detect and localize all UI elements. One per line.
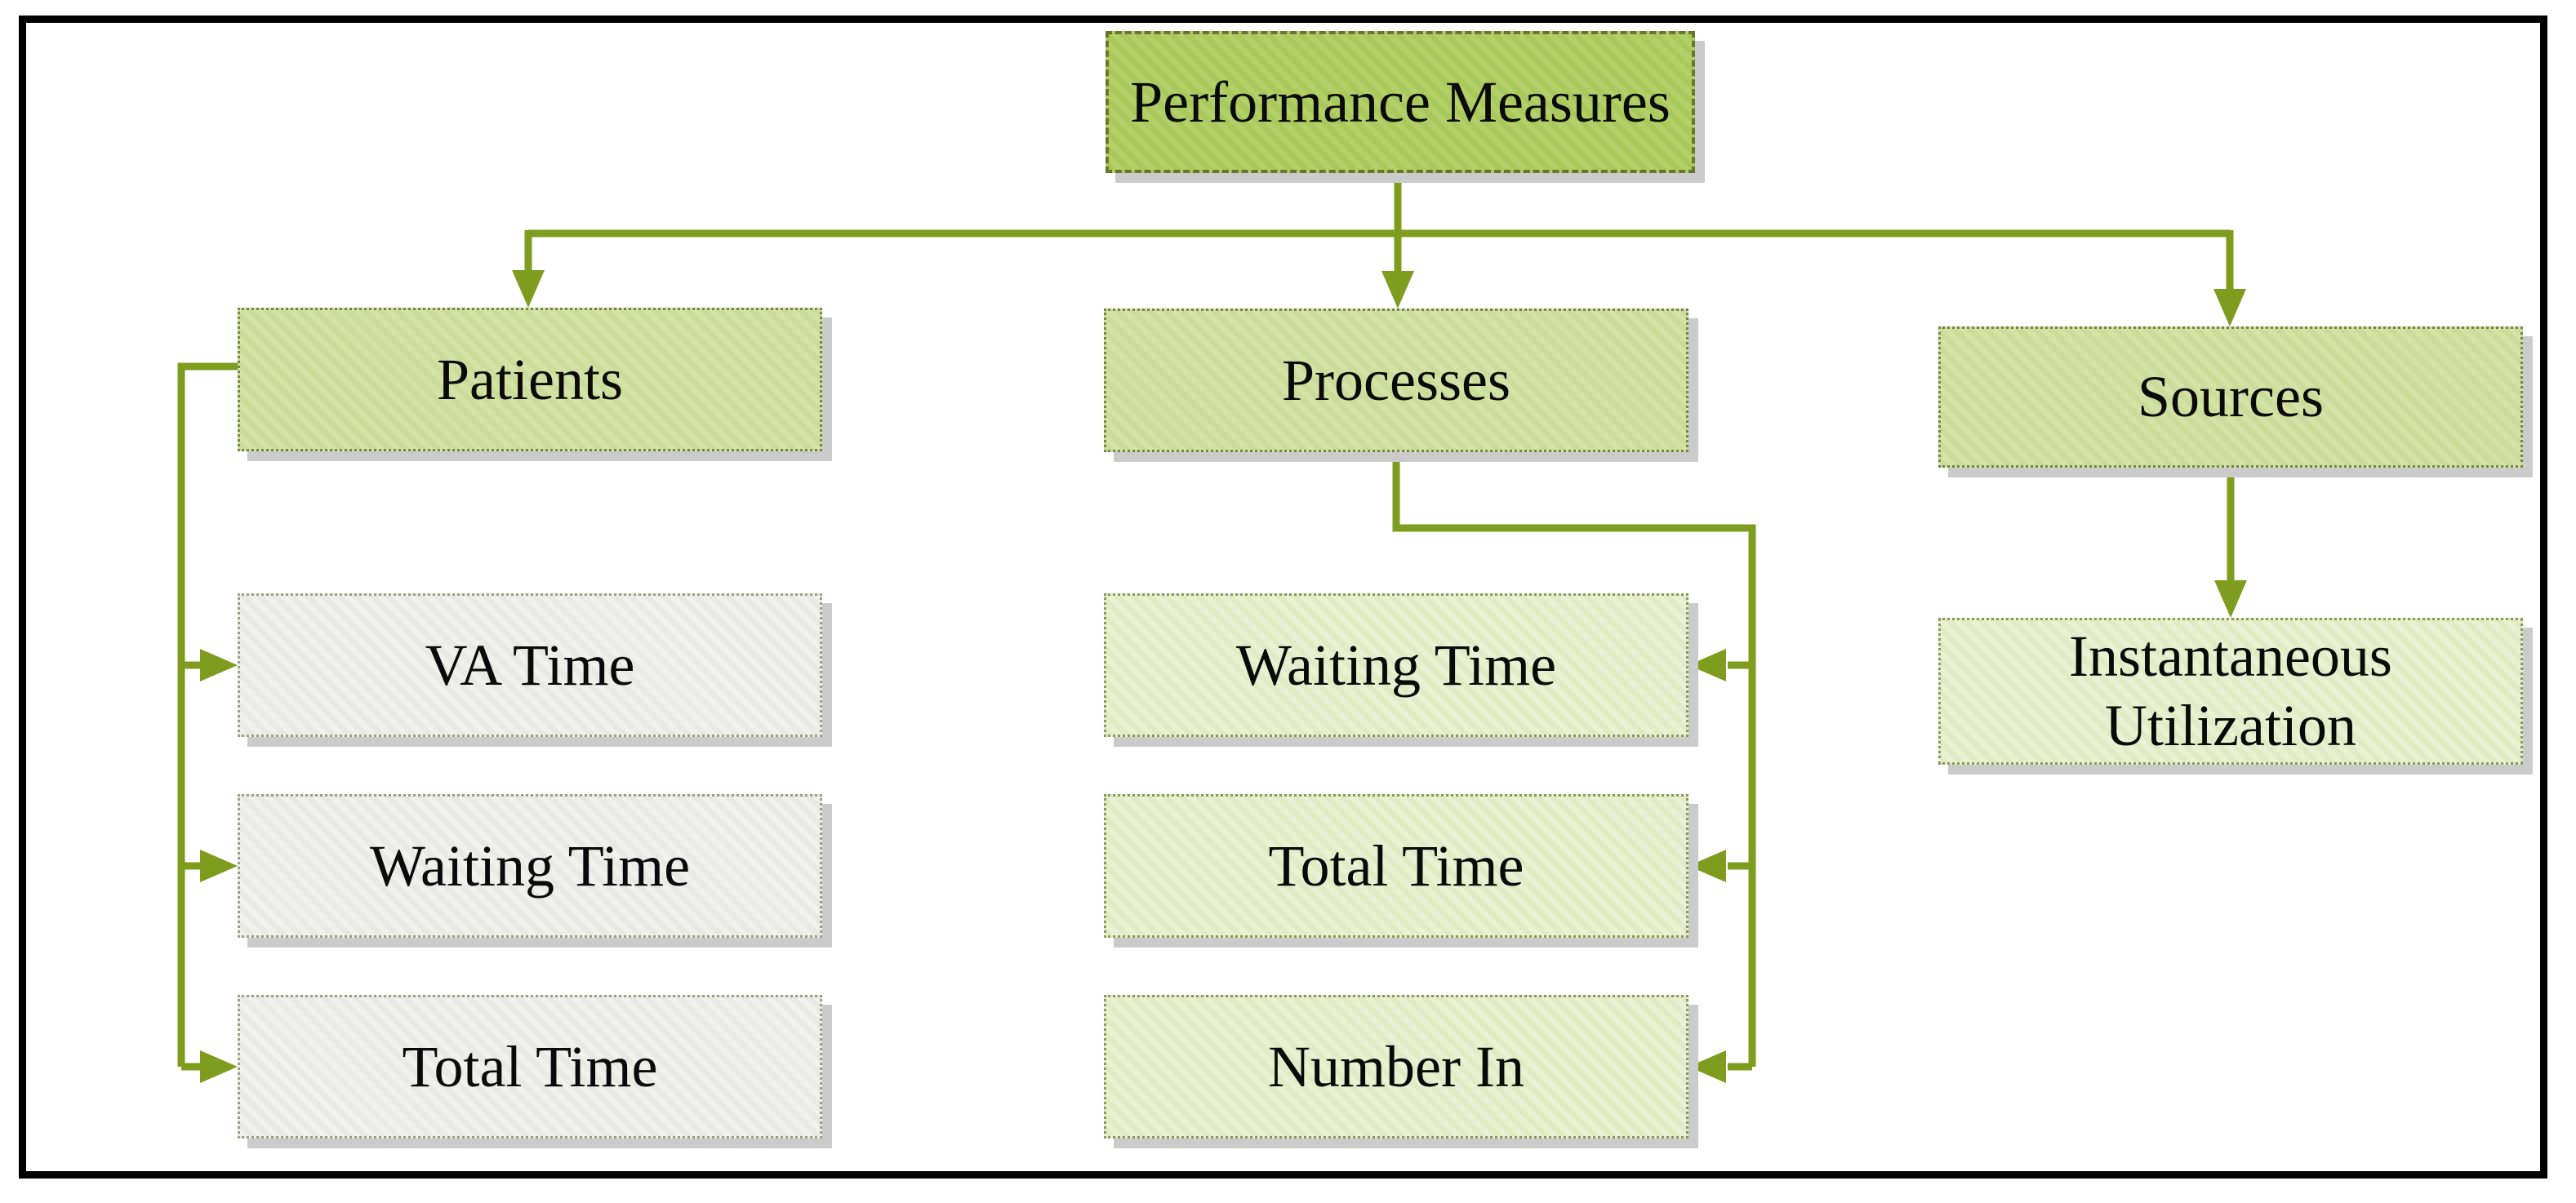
node-processes-waiting-time-label: Waiting Time (1235, 632, 1557, 698)
node-performance-measures: Performance Measures (1106, 31, 1695, 173)
connector-bus-to-processes (1381, 230, 1414, 309)
connector-processes-rail (1392, 452, 1756, 1083)
node-sources: Sources (1938, 326, 2523, 468)
node-patients-waiting-time-label: Waiting Time (369, 832, 691, 899)
node-processes-waiting-time: Waiting Time (1104, 593, 1688, 737)
node-patients-label: Patients (437, 346, 623, 412)
node-sources-label: Sources (2138, 364, 2324, 430)
node-va-time-label: VA Time (425, 632, 635, 698)
node-processes-total-time-label: Total Time (1268, 832, 1524, 899)
node-processes-label: Processes (1282, 347, 1510, 413)
node-va-time: VA Time (238, 593, 822, 737)
node-patients-total-time-label: Total Time (402, 1033, 658, 1099)
diagram-border (19, 16, 2547, 1179)
connector-sources-to-child (2214, 468, 2247, 618)
connector-root-to-bus (528, 173, 2230, 237)
node-processes: Processes (1104, 309, 1688, 452)
node-patients-waiting-time: Waiting Time (238, 794, 822, 938)
node-instantaneous-utilization: Instantaneous Utilization (1938, 618, 2523, 765)
node-instantaneous-utilization-label: Instantaneous Utilization (2069, 624, 2392, 758)
node-number-in-label: Number In (1268, 1033, 1524, 1099)
connector-bus-to-patients (512, 230, 545, 308)
node-number-in: Number In (1104, 995, 1688, 1139)
connector-bus-to-sources (2213, 230, 2246, 326)
node-processes-total-time: Total Time (1104, 794, 1688, 938)
node-patients-total-time: Total Time (238, 995, 822, 1139)
connector-patients-rail (177, 362, 238, 1083)
node-patients: Patients (238, 308, 822, 451)
node-performance-measures-label: Performance Measures (1130, 69, 1671, 135)
